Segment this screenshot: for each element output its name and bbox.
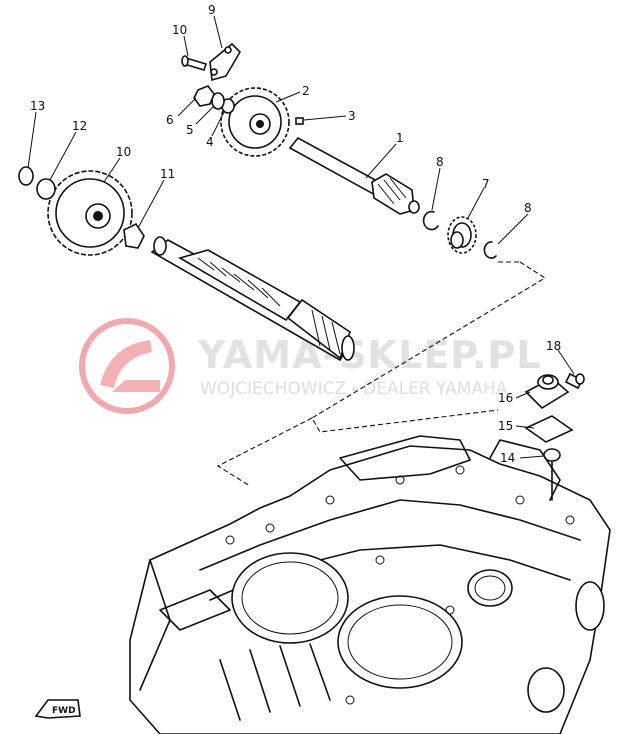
watermark-subtitle: WOJCIECHOWICZ - DEALER YAMAHA [200,379,508,399]
pin-part-3 [295,117,304,125]
plate-part-9 [209,42,242,82]
leader-lines [27,15,575,459]
callout-5: 5 [186,123,194,137]
fwd-label: FWD [52,706,76,716]
callout-13: 12 [72,119,87,133]
callout-4: 4 [206,135,214,149]
ring-part-14 [18,166,34,186]
nut-part-6 [193,85,215,107]
crankcase [129,435,611,734]
callout-11: 10 [116,145,131,159]
callout-16: 15 [498,419,513,433]
shaft-part-1 [288,136,420,215]
callout-9: 9 [208,3,216,17]
bearing-bore [467,569,513,607]
ring-part-13 [36,178,56,200]
bolt-part-18 [564,372,585,390]
callout-10: 10 [172,23,187,37]
watermark-logo-icon [79,318,175,414]
callout-18: 18 [546,339,561,353]
gear-part-11 [47,170,133,256]
main-shaft [150,236,355,362]
washer-part-12 [123,222,145,249]
watermark-title: YAMA-SKLEP.PL [197,333,542,377]
gasket-part-16 [524,415,574,443]
callout-1: 1 [396,131,404,145]
cover-part-17 [524,374,570,410]
callout-2: 2 [302,84,310,98]
callouts: 9 10 2 3 4 5 6 1 8 7 8 10 11 12 13 18 16… [30,3,561,465]
gear-part-7 [447,216,477,254]
callout-8a: 8 [436,155,444,169]
circlip-part-8a [422,210,439,231]
callout-14: 13 [30,99,45,113]
fwd-arrow-icon: FWD [34,699,81,719]
circlip-part-8b [483,241,497,259]
watermark: YAMA-SKLEP.PL WOJCIECHOWICZ - DEALER YAM… [79,318,542,414]
assembly-path-line [216,261,547,487]
watermark-logo-mark-icon [100,340,160,392]
cylinder-bore-1 [231,552,349,644]
screw-part-10 [181,55,208,71]
callout-15: 14 [500,451,515,465]
sprocket-part-2 [220,87,290,157]
callout-3: 3 [348,109,356,123]
callout-12: 11 [160,167,175,181]
callout-17: 16 [498,391,513,405]
callout-6: 6 [166,113,174,127]
callout-7: 7 [482,177,490,191]
callout-8b: 8 [524,201,532,215]
cylinder-bore-2 [337,595,463,689]
